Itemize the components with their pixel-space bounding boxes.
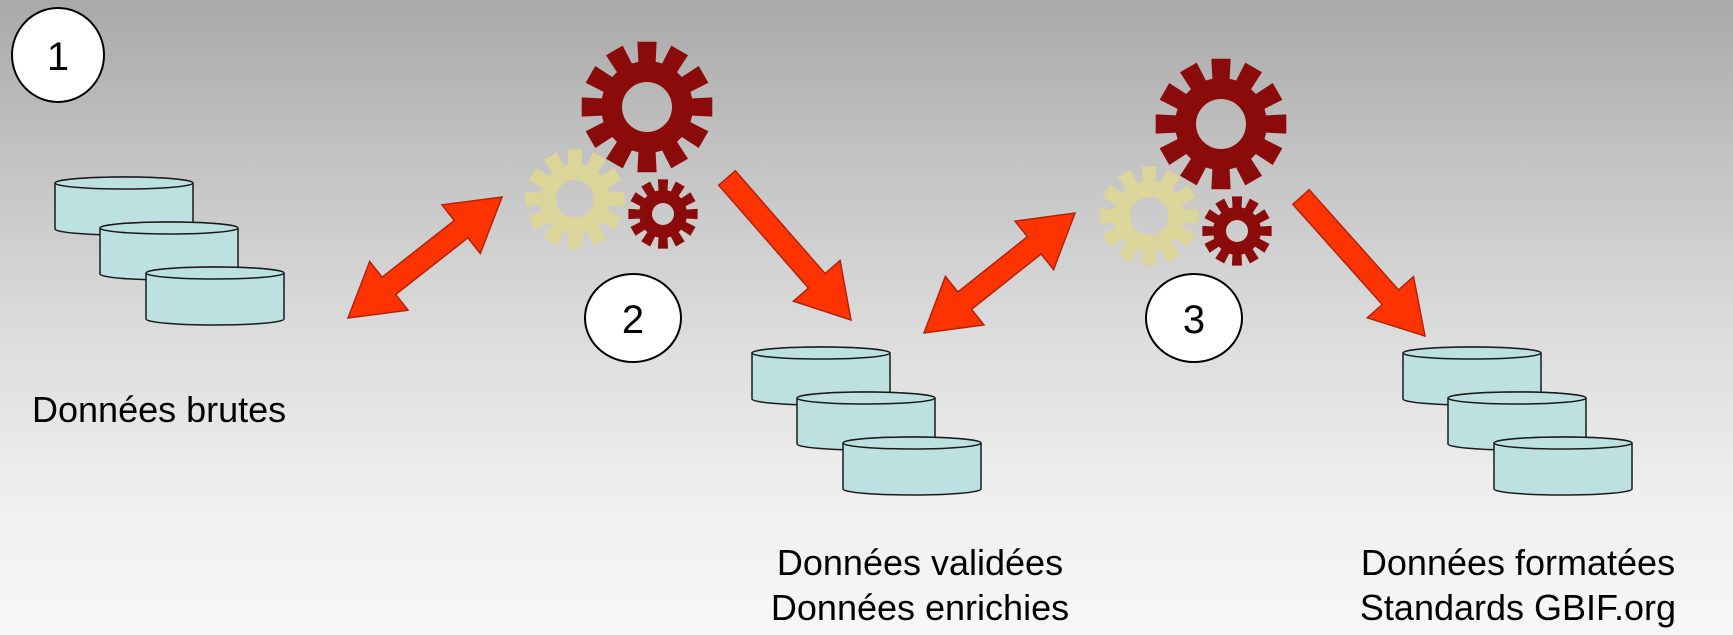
arrow-icon [717, 169, 852, 322]
step-number-3: 3 [1183, 298, 1205, 342]
database-disk [1447, 391, 1587, 451]
database-disk [145, 266, 285, 326]
gear-icon [1202, 196, 1272, 266]
gear-icon [581, 41, 713, 173]
database-disk [1493, 436, 1633, 496]
database-disk [54, 176, 194, 236]
step-number-2: 2 [622, 298, 644, 342]
gear-icon [1099, 166, 1199, 266]
database-stacks [54, 176, 1633, 496]
database-disk [751, 346, 891, 406]
step-badge-2: 2 [584, 273, 682, 363]
database-icon [751, 346, 982, 496]
gear-group [525, 41, 713, 249]
stage-label-raw-line-1: Données brutes [32, 389, 287, 430]
stage-label-validated-line-2: Données enrichies [770, 587, 1070, 628]
gear-icon [628, 179, 698, 249]
database-icon [1402, 346, 1633, 496]
step-number-1: 1 [47, 35, 69, 79]
gear-group [1099, 58, 1287, 266]
double-arrow-icon [346, 196, 504, 319]
gear-groups [525, 41, 1287, 266]
arrow-icon [1291, 188, 1426, 338]
stage-label-formatted-line-2: Standards GBIF.org [1359, 587, 1677, 628]
database-disk [842, 436, 982, 496]
stage-label-formatted: Données formatées Standards GBIF.org [1318, 540, 1718, 630]
database-icon [54, 176, 285, 326]
stage-label-formatted-line-1: Données formatées [1360, 542, 1676, 583]
stage-label-validated: Données validées Données enrichies [730, 540, 1110, 630]
double-arrow-icon [922, 212, 1077, 334]
gear-icon [1155, 58, 1287, 190]
step-badge-1: 1 [11, 7, 105, 103]
stage-label-raw: Données brutes [32, 387, 286, 432]
gear-icon [525, 149, 625, 249]
arrows [346, 169, 1426, 338]
step-badge-3: 3 [1145, 273, 1243, 363]
database-disk [1402, 346, 1542, 406]
stage-label-validated-line-1: Données validées [776, 542, 1064, 583]
